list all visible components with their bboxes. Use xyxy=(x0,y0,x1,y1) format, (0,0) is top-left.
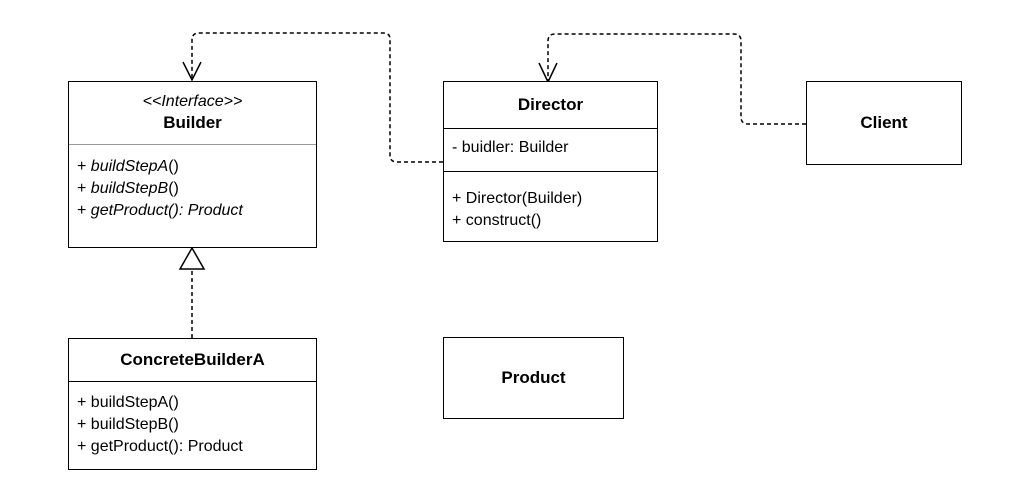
builder-stereotype: <<Interface>> xyxy=(142,93,243,110)
director-divider-top xyxy=(444,128,657,129)
builder-header: <<Interface>> Builder xyxy=(69,88,316,138)
director-class-box[interactable]: Director - buidler: Builder + Director(B… xyxy=(443,81,658,242)
director-attribute-builder: - buidler: Builder xyxy=(452,139,569,156)
product-name: Product xyxy=(501,368,566,387)
concrete-builder-method-buildstepb: + buildStepB() xyxy=(77,416,179,433)
director-method-construct: + construct() xyxy=(452,212,542,229)
concrete-builder-class-box[interactable]: ConcreteBuilderA + buildStepA() + buildS… xyxy=(68,338,317,470)
concrete-builder-method-buildstepa: + buildStepA() xyxy=(77,394,179,411)
concrete-builder-name: ConcreteBuilderA xyxy=(120,350,265,369)
builder-method-getproduct: + getProduct(): Product xyxy=(77,202,243,219)
builder-interface-box[interactable]: <<Interface>> Builder + buildStepA() + b… xyxy=(68,81,317,248)
dependency-arrowhead-builder xyxy=(182,61,202,82)
builder-methods: + buildStepA() + buildStepB() + getProdu… xyxy=(69,156,316,222)
dependency-director-to-builder xyxy=(191,32,443,163)
director-name: Director xyxy=(517,95,584,114)
director-divider-bottom xyxy=(444,171,657,172)
concrete-builder-method-getproduct: + getProduct(): Product xyxy=(77,438,243,455)
product-class-box[interactable]: Product xyxy=(443,337,624,419)
director-method-constructor: + Director(Builder) xyxy=(452,190,583,207)
client-name: Client xyxy=(860,113,908,132)
realization-triangle xyxy=(178,246,206,270)
builder-method-buildstepb: + buildStepB() xyxy=(77,180,179,197)
concrete-builder-divider xyxy=(69,381,316,382)
dependency-client-to-director xyxy=(547,33,806,125)
builder-divider xyxy=(69,144,316,145)
builder-method-buildstepa: + buildStepA() xyxy=(77,158,179,175)
director-attributes: - buidler: Builder xyxy=(444,137,657,159)
director-header: Director xyxy=(444,82,657,128)
client-class-box[interactable]: Client xyxy=(806,81,962,165)
concrete-builder-methods: + buildStepA() + buildStepB() + getProdu… xyxy=(69,392,316,458)
concrete-builder-header: ConcreteBuilderA xyxy=(69,339,316,381)
builder-name: Builder xyxy=(163,113,222,132)
director-methods: + Director(Builder) + construct() xyxy=(444,188,657,232)
